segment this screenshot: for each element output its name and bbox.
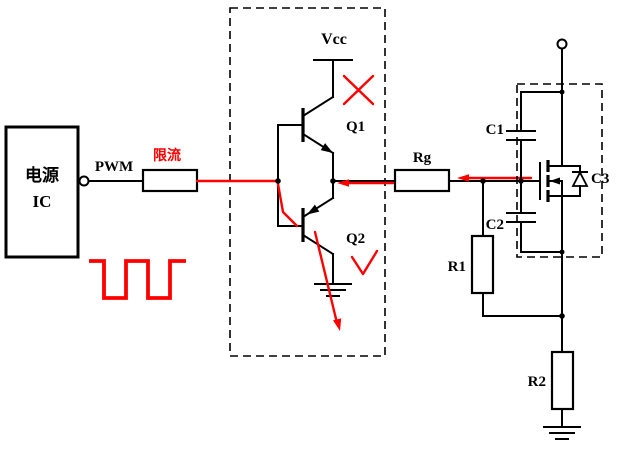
vcc-label: Vcc: [321, 31, 347, 48]
transistor-q2: Q2: [277, 180, 365, 285]
r2-label: R2: [528, 374, 546, 390]
q2-label: Q2: [346, 231, 365, 247]
mosfet: C3: [539, 160, 609, 353]
pwm-label: PWM: [95, 159, 133, 175]
discharge-current-path: [195, 174, 533, 331]
pwm-input-network: PWM 限流: [77, 147, 279, 193]
current-limit-label: 限流: [153, 147, 181, 164]
q1-npn-arrow: [320, 143, 333, 153]
main-ground-icon: [543, 426, 581, 440]
resistor-r2: [550, 350, 575, 411]
driver-ground-icon: [314, 283, 352, 297]
c1-label: C1: [486, 122, 504, 138]
power-ic-label-line2: IC: [33, 192, 52, 211]
pwm-output-terminal: [78, 175, 90, 187]
power-ic: 电源 IC: [4, 125, 80, 259]
pwm-waveform: [89, 259, 186, 300]
current-limit-resistor: [141, 168, 199, 193]
gate-drive-wire: Rg: [332, 150, 541, 193]
junction-dots: [275, 89, 565, 319]
gate-current-arrowhead-left: [337, 179, 349, 187]
mosfet-nchannel-arrow: [549, 177, 560, 185]
q1-collector: [301, 95, 335, 118]
capacitor-c2-branch: C2: [486, 180, 563, 253]
rg-label: Rg: [413, 150, 432, 166]
power-ic-box: [4, 125, 80, 259]
power-ic-label-line1: 电源: [25, 165, 59, 185]
capacitor-c1-branch: C1: [486, 91, 563, 182]
q1-label: Q1: [346, 119, 365, 135]
gate-resistor-rg: [393, 168, 451, 193]
c3-label: C3: [591, 171, 609, 187]
drain-terminal: [556, 38, 568, 167]
q2-active-check-icon: [350, 249, 379, 276]
q2-pnp-arrow: [307, 204, 320, 215]
resistor-r1: [470, 234, 495, 295]
resistor-r2-branch: R2: [528, 350, 575, 428]
transistor-q1: Q1: [277, 95, 365, 182]
top-terminal: [556, 38, 568, 50]
q1-disabled-cross-icon: [342, 74, 375, 106]
mosfet-parasitics-boundary: [516, 83, 603, 258]
r1-label: R1: [448, 259, 466, 275]
discharge-arrowhead: [333, 318, 342, 331]
vcc-rail: Vcc: [313, 31, 353, 98]
resistor-r1-branch: R1: [448, 180, 563, 317]
gate-current-arrowhead-right: [457, 174, 469, 182]
c2-label: C2: [486, 217, 504, 233]
